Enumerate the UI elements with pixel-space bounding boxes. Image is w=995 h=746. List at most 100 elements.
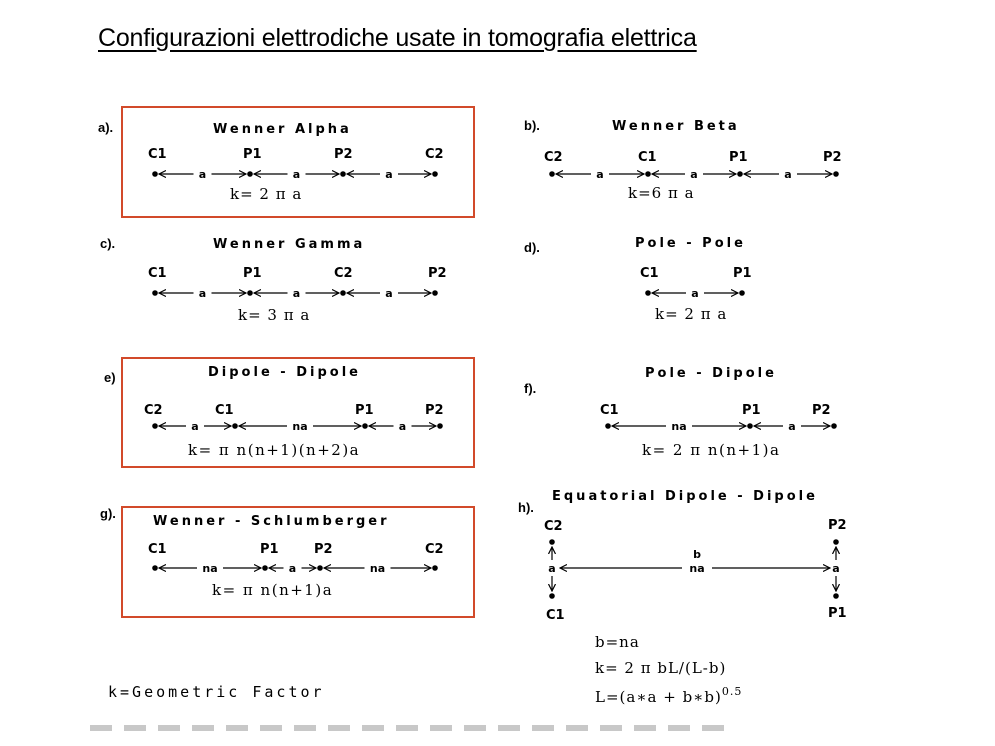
panel-h-electrode-c1: C1 [546, 608, 565, 623]
panel-g-electrode-dot-3 [317, 565, 323, 571]
panel-h-name: Equatorial Dipole - Dipole [552, 489, 818, 504]
panel-h-electrode-c2: C2 [544, 519, 563, 534]
panel-a-spacing-label-3: a [385, 168, 392, 181]
panel-h-dipole-left-dot-1 [549, 539, 555, 545]
panel-h-separation-label-na: na [689, 562, 704, 575]
faded-caption-line [90, 725, 730, 731]
panel-c-spacing-label-2: a [293, 287, 300, 300]
panel-b-electrode-dot-1 [549, 171, 555, 177]
panel-c-electrode-1: C1 [148, 266, 167, 281]
panel-e-electrode-dot-4 [437, 423, 443, 429]
panel-g-electrode-dot-1 [152, 565, 158, 571]
panel-a-electrode-dot-4 [432, 171, 438, 177]
panel-e-spacing-label-1: a [191, 420, 198, 433]
panel-b-electrode-dot-3 [737, 171, 743, 177]
panel-d-electrode-2: P1 [733, 266, 752, 281]
panel-c-electrode-dot-4 [432, 290, 438, 296]
panel-h-separation-label-b: b [693, 548, 701, 561]
panel-f-spacing-label-1: na [671, 420, 686, 433]
panel-e-name: Dipole - Dipole [208, 365, 361, 380]
panel-e-electrode-1: C2 [144, 403, 163, 418]
panel-g-formula: k= π n(n+1)a [212, 581, 334, 599]
panel-h-letter: h). [518, 500, 534, 515]
panel-f-formula: k= 2 π n(n+1)a [642, 441, 781, 459]
panel-a-electrode-dot-1 [152, 171, 158, 177]
panel-e-electrode-dot-2 [232, 423, 238, 429]
panel-g-electrode-dot-4 [432, 565, 438, 571]
panel-h-dipole-left-label: a [548, 562, 555, 575]
panel-a-electrode-2: P1 [243, 147, 262, 162]
panel-c-electrode-dot-1 [152, 290, 158, 296]
panel-e-electrode-dot-3 [362, 423, 368, 429]
panel-d-letter: d). [524, 240, 540, 255]
geometric-factor-note: k=Geometric Factor [108, 683, 325, 701]
panel-b-formula: k=6 π a [628, 184, 695, 202]
panel-a-electrode-1: C1 [148, 147, 167, 162]
panel-e-electrode-dot-1 [152, 423, 158, 429]
panel-f-electrode-1: C1 [600, 403, 619, 418]
panel-g-spacing-label-3: na [370, 562, 385, 575]
panel-h-dipole-right-dot-2 [833, 593, 839, 599]
panel-c-electrode-3: C2 [334, 266, 353, 281]
panel-h-electrode-p2: P2 [828, 518, 847, 533]
panel-e-electrode-3: P1 [355, 403, 374, 418]
panel-h-exponent: 0.5 [721, 685, 743, 698]
panel-a-letter: a). [98, 120, 114, 135]
panel-c-formula: k= 3 π a [238, 306, 311, 324]
panel-b-electrode-dot-2 [645, 171, 651, 177]
panel-b-electrode-4: P2 [823, 150, 842, 165]
panel-b-name: Wenner Beta [612, 119, 740, 134]
panel-d-spacing-label-1: a [691, 287, 698, 300]
panel-b-electrode-3: P1 [729, 150, 748, 165]
panel-h-dipole-right-label: a [832, 562, 839, 575]
panel-b-letter: b). [524, 118, 540, 133]
panel-h-formula-3: L=(a∗a + b∗b)0.5 [595, 685, 742, 706]
panel-c-electrode-dot-2 [247, 290, 253, 296]
panel-e-electrode-4: P2 [425, 403, 444, 418]
panel-e-spacing-label-3: a [399, 420, 406, 433]
panel-h-formula-1: b=na [595, 633, 640, 651]
page-title: Configurazioni elettrodiche usate in tom… [98, 24, 697, 52]
panel-b-electrode-2: C1 [638, 150, 657, 165]
panel-b-spacing-label-2: a [690, 168, 697, 181]
panel-b-spacing-label-1: a [596, 168, 603, 181]
panel-a-electrode-3: P2 [334, 147, 353, 162]
panel-d-formula: k= 2 π a [655, 305, 728, 323]
panel-f-electrode-dot-2 [747, 423, 753, 429]
panel-h-dipole-left-dot-2 [549, 593, 555, 599]
panel-g-electrode-2: P1 [260, 542, 279, 557]
highlight-box-g [121, 506, 475, 618]
panel-d-electrode-dot-1 [645, 290, 651, 296]
panel-e-spacing-label-2: na [292, 420, 307, 433]
panel-d-electrode-dot-2 [739, 290, 745, 296]
panel-c-letter: c). [100, 236, 116, 251]
panel-f-electrode-dot-3 [831, 423, 837, 429]
panel-c-spacing-label-1: a [199, 287, 206, 300]
highlight-box-a [121, 106, 475, 218]
panel-b-electrode-dot-4 [833, 171, 839, 177]
panel-e-electrode-2: C1 [215, 403, 234, 418]
highlight-box-e [121, 357, 475, 468]
panel-h-formula-2: k= 2 π bL/(L-b) [595, 659, 727, 677]
panel-f-electrode-3: P2 [812, 403, 831, 418]
panel-b-spacing-label-3: a [784, 168, 791, 181]
panel-a-electrode-dot-2 [247, 171, 253, 177]
panel-c-electrode-4: P2 [428, 266, 447, 281]
panel-h-electrode-p1: P1 [828, 606, 847, 621]
panel-d-name: Pole - Pole [635, 236, 746, 251]
panel-h-dipole-right-dot-1 [833, 539, 839, 545]
panel-g-electrode-4: C2 [425, 542, 444, 557]
panel-g-electrode-3: P2 [314, 542, 333, 557]
panel-c-electrode-dot-3 [340, 290, 346, 296]
panel-f-electrode-dot-1 [605, 423, 611, 429]
panel-f-electrode-2: P1 [742, 403, 761, 418]
panel-f-letter: f). [524, 381, 537, 396]
panel-f-name: Pole - Dipole [645, 366, 777, 381]
panel-g-electrode-1: C1 [148, 542, 167, 557]
panel-b-electrode-1: C2 [544, 150, 563, 165]
panel-a-spacing-label-2: a [293, 168, 300, 181]
panel-g-electrode-dot-2 [262, 565, 268, 571]
panel-a-electrode-dot-3 [340, 171, 346, 177]
panel-a-formula: k= 2 π a [230, 185, 303, 203]
